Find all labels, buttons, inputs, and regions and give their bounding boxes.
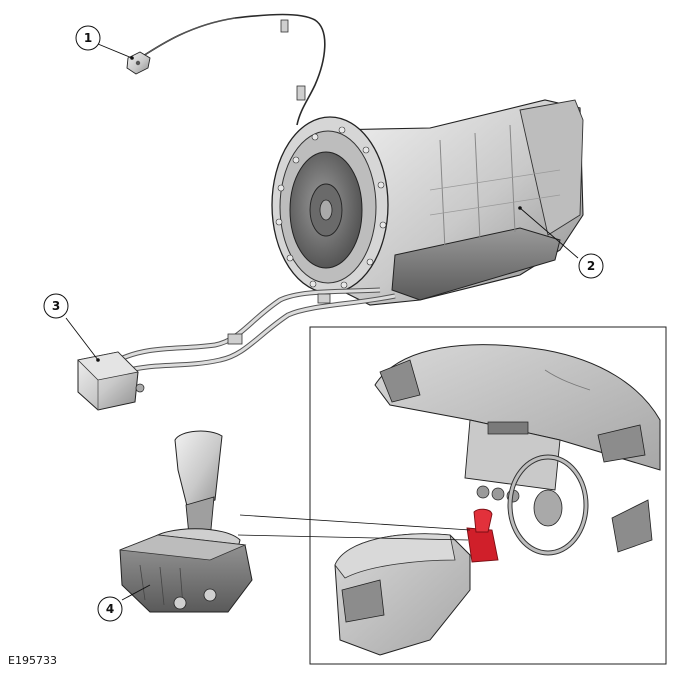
reference-line-lower <box>237 534 469 541</box>
svg-text:1: 1 <box>84 31 92 45</box>
callout-4: 4 <box>97 596 123 622</box>
reference-line-upper <box>239 514 471 531</box>
figure-id: E195733 <box>8 654 57 667</box>
automatic-transmission <box>271 99 584 306</box>
svg-text:2: 2 <box>587 259 595 273</box>
svg-text:3: 3 <box>52 299 60 313</box>
svg-text:4: 4 <box>106 602 114 616</box>
vehicle-interior-inset <box>309 326 667 665</box>
callout-1: 1 <box>75 25 134 60</box>
sensor-with-harness <box>126 13 326 126</box>
gear-selector-assembly <box>119 430 253 613</box>
callout-2: 2 <box>578 253 604 279</box>
callout-3: 3 <box>43 293 69 319</box>
transmission-cooler-module <box>65 287 396 411</box>
highlighted-gear-selector <box>466 508 499 563</box>
